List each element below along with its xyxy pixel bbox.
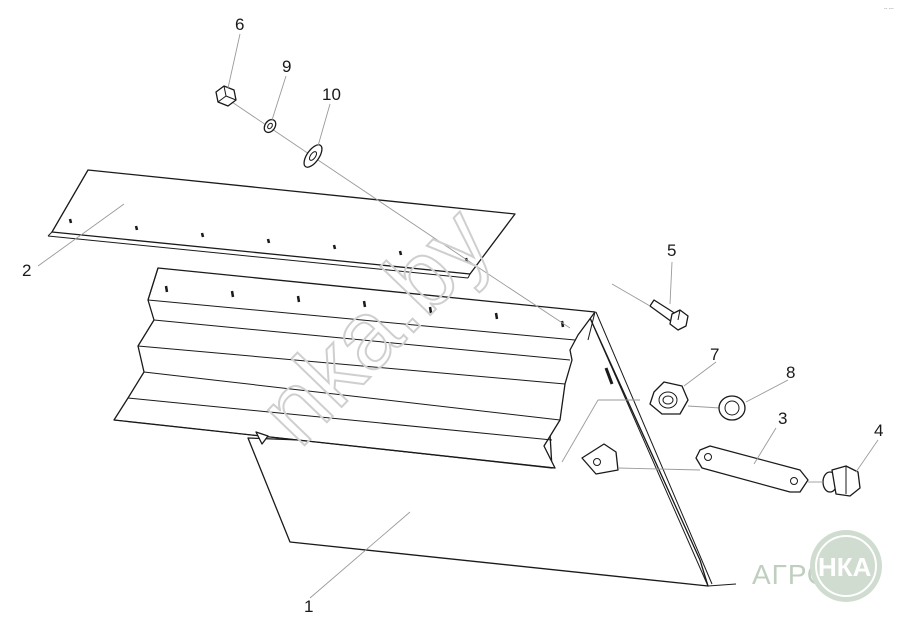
part-8-spacer — [718, 395, 746, 421]
part-10-flat-washer — [303, 144, 323, 168]
label-2: 2 — [22, 261, 31, 280]
part-2-strip — [47, 169, 516, 279]
part-7-hex-nut — [649, 381, 721, 415]
label-3: 3 — [778, 409, 787, 428]
part-4-bolt — [808, 465, 861, 497]
label-6: 6 — [235, 15, 244, 34]
part-labels: 1 2 3 4 5 6 7 8 9 10 — [22, 15, 883, 616]
label-10: 10 — [322, 85, 341, 104]
part-6-nut — [215, 85, 237, 107]
label-7: 7 — [710, 345, 719, 364]
label-9: 9 — [282, 57, 291, 76]
label-4: 4 — [874, 421, 883, 440]
part-5-bolt — [611, 283, 689, 331]
logo-circle — [810, 530, 882, 602]
leader-lines — [37, 33, 879, 599]
brand-logo: АГРО НКА — [752, 530, 882, 602]
part-3-link-plate — [695, 445, 809, 493]
label-1: 1 — [304, 597, 313, 616]
corner-mark: -- --- — [884, 6, 894, 12]
logo-right-text: НКА — [818, 552, 872, 582]
channel-profile — [113, 267, 596, 469]
part-9-lock-washer — [263, 118, 277, 134]
label-8: 8 — [786, 363, 795, 382]
panel-bracket — [581, 443, 701, 475]
label-5: 5 — [667, 241, 676, 260]
